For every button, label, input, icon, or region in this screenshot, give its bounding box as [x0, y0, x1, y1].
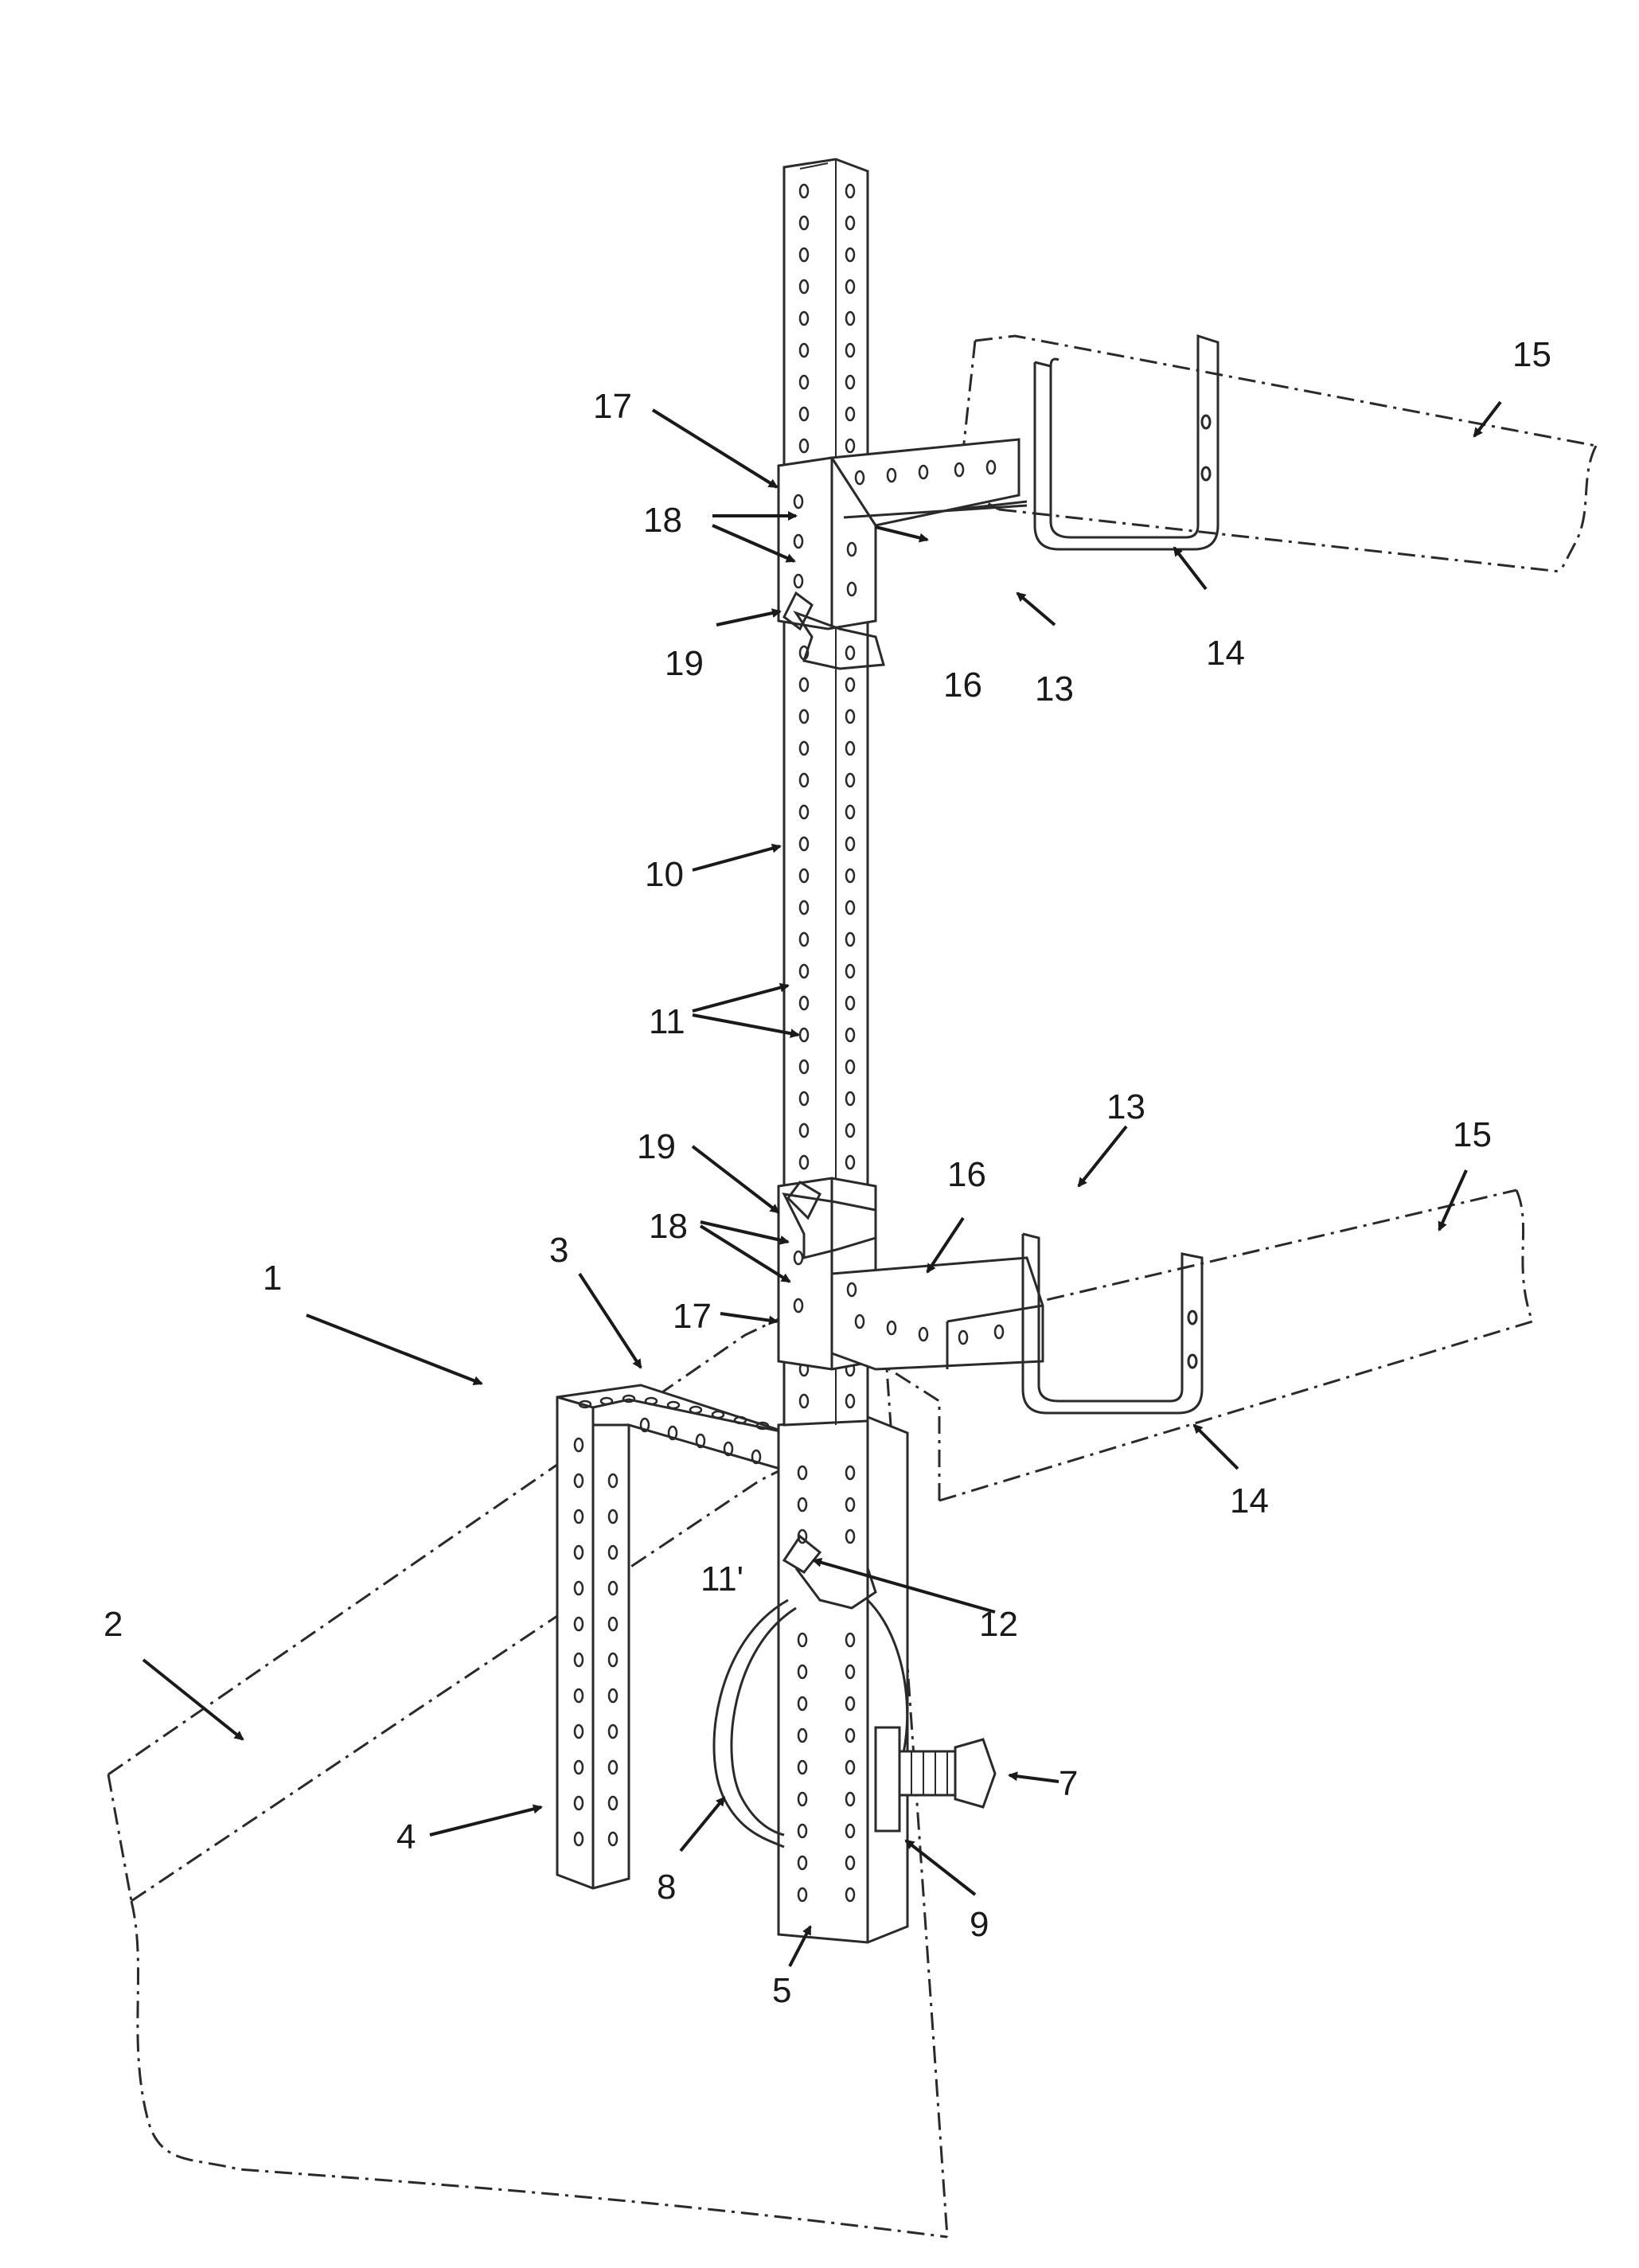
lower-arm-16 [832, 1258, 1043, 1369]
upper-beam-outline [959, 336, 1596, 572]
label-18-lower: 18 [649, 1207, 688, 1246]
label-19-upper: 19 [665, 644, 704, 683]
label-2: 2 [103, 1605, 123, 1644]
upper-u-hook-14 [1035, 336, 1218, 549]
label-7: 7 [1059, 1764, 1078, 1803]
label-5: 5 [772, 1971, 791, 2010]
label-10: 10 [645, 855, 684, 894]
label-3: 3 [549, 1231, 568, 1270]
label-8: 8 [657, 1868, 676, 1907]
lower-u-hook-14 [1023, 1234, 1202, 1413]
label-15-upper: 15 [1512, 335, 1551, 374]
label-11: 11 [649, 1002, 685, 1041]
screw-7 [876, 1727, 995, 1831]
label-14-lower: 14 [1230, 1481, 1269, 1520]
label-18-upper: 18 [643, 501, 682, 540]
label-19-lower: 19 [637, 1127, 676, 1166]
label-4: 4 [396, 1817, 416, 1856]
label-11-prime: 11' [700, 1559, 743, 1599]
label-1: 1 [263, 1259, 282, 1298]
label-13-lower: 13 [1106, 1087, 1145, 1126]
label-16-lower: 16 [947, 1155, 986, 1194]
label-12: 12 [979, 1605, 1018, 1644]
label-13-upper: 13 [1035, 669, 1074, 709]
label-14-upper: 14 [1206, 634, 1245, 673]
label-17-upper: 17 [593, 387, 632, 426]
label-17-lower: 17 [673, 1297, 712, 1336]
label-16-upper: 16 [943, 666, 982, 705]
label-9: 9 [970, 1905, 989, 1944]
label-15-lower: 15 [1453, 1115, 1492, 1154]
